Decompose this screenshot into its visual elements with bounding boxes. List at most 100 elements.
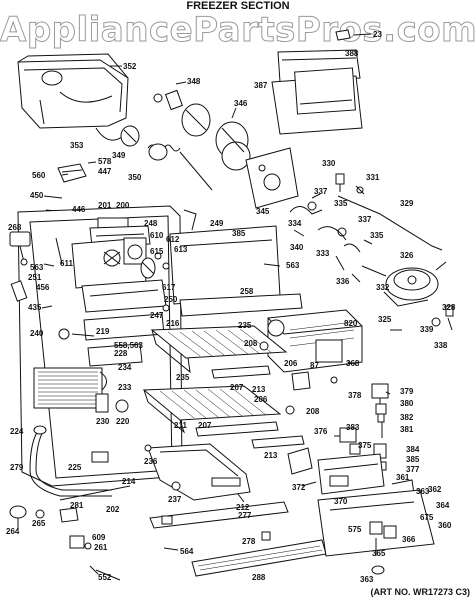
- label-329: 329: [400, 199, 414, 208]
- clip-552[interactable]: [89, 565, 99, 575]
- label-208b: 208: [306, 407, 320, 416]
- fan-blade-615[interactable]: [140, 257, 156, 279]
- evaporator-cover-250[interactable]: [81, 279, 167, 313]
- shelf-235-lower[interactable]: [142, 385, 282, 434]
- lever-333-336[interactable]: [335, 255, 361, 283]
- label-207a: 207: [230, 383, 244, 392]
- link-334-340[interactable]: [289, 206, 323, 237]
- mounting-plate-345[interactable]: [245, 147, 299, 209]
- label-617: 617: [162, 283, 176, 292]
- fan-motor-610[interactable]: [123, 237, 147, 265]
- defrost-heater-228[interactable]: [87, 343, 143, 367]
- rod-329[interactable]: [337, 195, 443, 251]
- label-381: 381: [400, 425, 414, 434]
- bracket-281[interactable]: [59, 507, 79, 523]
- label-368: 368: [346, 359, 360, 368]
- rear-cover-385[interactable]: [169, 225, 281, 305]
- label-265: 265: [32, 519, 46, 528]
- watermark: AppliancePartsPros.com: [0, 10, 476, 51]
- switch-378-379[interactable]: [371, 383, 389, 406]
- label-334: 334: [288, 219, 302, 228]
- shelf-support-213-207[interactable]: [195, 421, 305, 449]
- trim-258[interactable]: [179, 293, 303, 317]
- spring-350[interactable]: [147, 143, 213, 191]
- actuator-575-366[interactable]: [369, 521, 397, 539]
- dispenser-housing-387[interactable]: [271, 67, 363, 135]
- label-563b: 563: [286, 261, 300, 270]
- section-title: FREEZER SECTION: [186, 0, 290, 12]
- label-345: 345: [256, 207, 270, 216]
- screw-563[interactable]: [263, 263, 281, 267]
- label-575: 575: [348, 525, 362, 534]
- label-325: 325: [378, 315, 392, 324]
- freezer-pan-211[interactable]: [147, 443, 251, 501]
- label-379: 379: [400, 387, 414, 396]
- connector-383-376[interactable]: [334, 427, 357, 443]
- linkage-337-335[interactable]: [307, 201, 373, 253]
- hinge-240-219[interactable]: [58, 328, 95, 340]
- bracket-361-362[interactable]: [391, 479, 415, 495]
- screw-328-339-338[interactable]: [431, 305, 454, 331]
- label-375: 375: [358, 441, 372, 450]
- label-211: 211: [174, 421, 187, 430]
- label-202: 202: [106, 505, 120, 514]
- label-353: 353: [70, 141, 84, 150]
- clip-23[interactable]: [335, 29, 351, 41]
- screw-278[interactable]: [261, 531, 271, 541]
- lamp-socket-456[interactable]: [10, 280, 28, 302]
- label-87: 87: [310, 361, 319, 370]
- clip-212[interactable]: [237, 493, 245, 503]
- thermostat-268[interactable]: [9, 231, 31, 266]
- drain-tube-224-279[interactable]: [29, 425, 112, 497]
- lamp-214[interactable]: [91, 451, 109, 463]
- fill-cup-87-368[interactable]: [291, 371, 338, 391]
- ice-maker-820[interactable]: [267, 309, 363, 373]
- auger-drive-346[interactable]: [181, 103, 251, 171]
- motor-326[interactable]: [385, 267, 439, 301]
- cover-372[interactable]: [287, 447, 313, 475]
- bumper-264[interactable]: [9, 505, 27, 528]
- label-349: 349: [112, 151, 126, 160]
- screw-617[interactable]: [162, 304, 170, 312]
- bracket-578-447[interactable]: [57, 163, 87, 183]
- label-346: 346: [234, 99, 248, 108]
- shelf-rail-208-206[interactable]: [211, 341, 271, 379]
- label-240: 240: [30, 329, 44, 338]
- plug-265[interactable]: [35, 509, 45, 519]
- roller-236[interactable]: [144, 444, 152, 452]
- plug-363[interactable]: [371, 565, 385, 575]
- connector-609-261[interactable]: [69, 535, 92, 550]
- shelf-235-upper[interactable]: [150, 325, 288, 374]
- bolt-330[interactable]: [335, 173, 345, 192]
- relay-375[interactable]: [349, 443, 361, 455]
- drain-pan-202[interactable]: [59, 485, 131, 501]
- label-213a: 213: [252, 385, 266, 394]
- shutoff-arm-332[interactable]: [361, 265, 387, 277]
- screw-450-446[interactable]: [43, 195, 67, 213]
- motor-bracket-325[interactable]: [383, 261, 447, 307]
- label-328: 328: [442, 303, 456, 312]
- label-228: 228: [114, 349, 128, 358]
- clip-208[interactable]: [285, 405, 295, 415]
- screw-249[interactable]: [183, 209, 197, 231]
- evaporator-233-234[interactable]: [33, 367, 107, 409]
- control-box-370[interactable]: [317, 453, 385, 495]
- kickplate-288[interactable]: [191, 539, 327, 577]
- label-611: 611: [60, 259, 73, 268]
- front-trim-277[interactable]: [149, 501, 289, 529]
- roller-237[interactable]: [171, 481, 181, 491]
- label-277: 277: [238, 511, 252, 520]
- coupling-349[interactable]: [120, 125, 140, 147]
- part-labels: 23 352 348 388 387 346 353 349 578 447 5…: [6, 30, 456, 584]
- screw-564[interactable]: [163, 547, 179, 551]
- thermostat-230-220[interactable]: [95, 393, 129, 413]
- spacer-348[interactable]: [153, 89, 184, 111]
- ice-bucket-352[interactable]: [17, 53, 129, 129]
- label-372: 372: [292, 483, 306, 492]
- washer-331[interactable]: [355, 185, 365, 195]
- grommet-612-613[interactable]: [154, 252, 170, 270]
- label-219: 219: [96, 327, 110, 336]
- bracket-611[interactable]: [55, 237, 63, 265]
- solenoid-380-382[interactable]: [375, 403, 387, 423]
